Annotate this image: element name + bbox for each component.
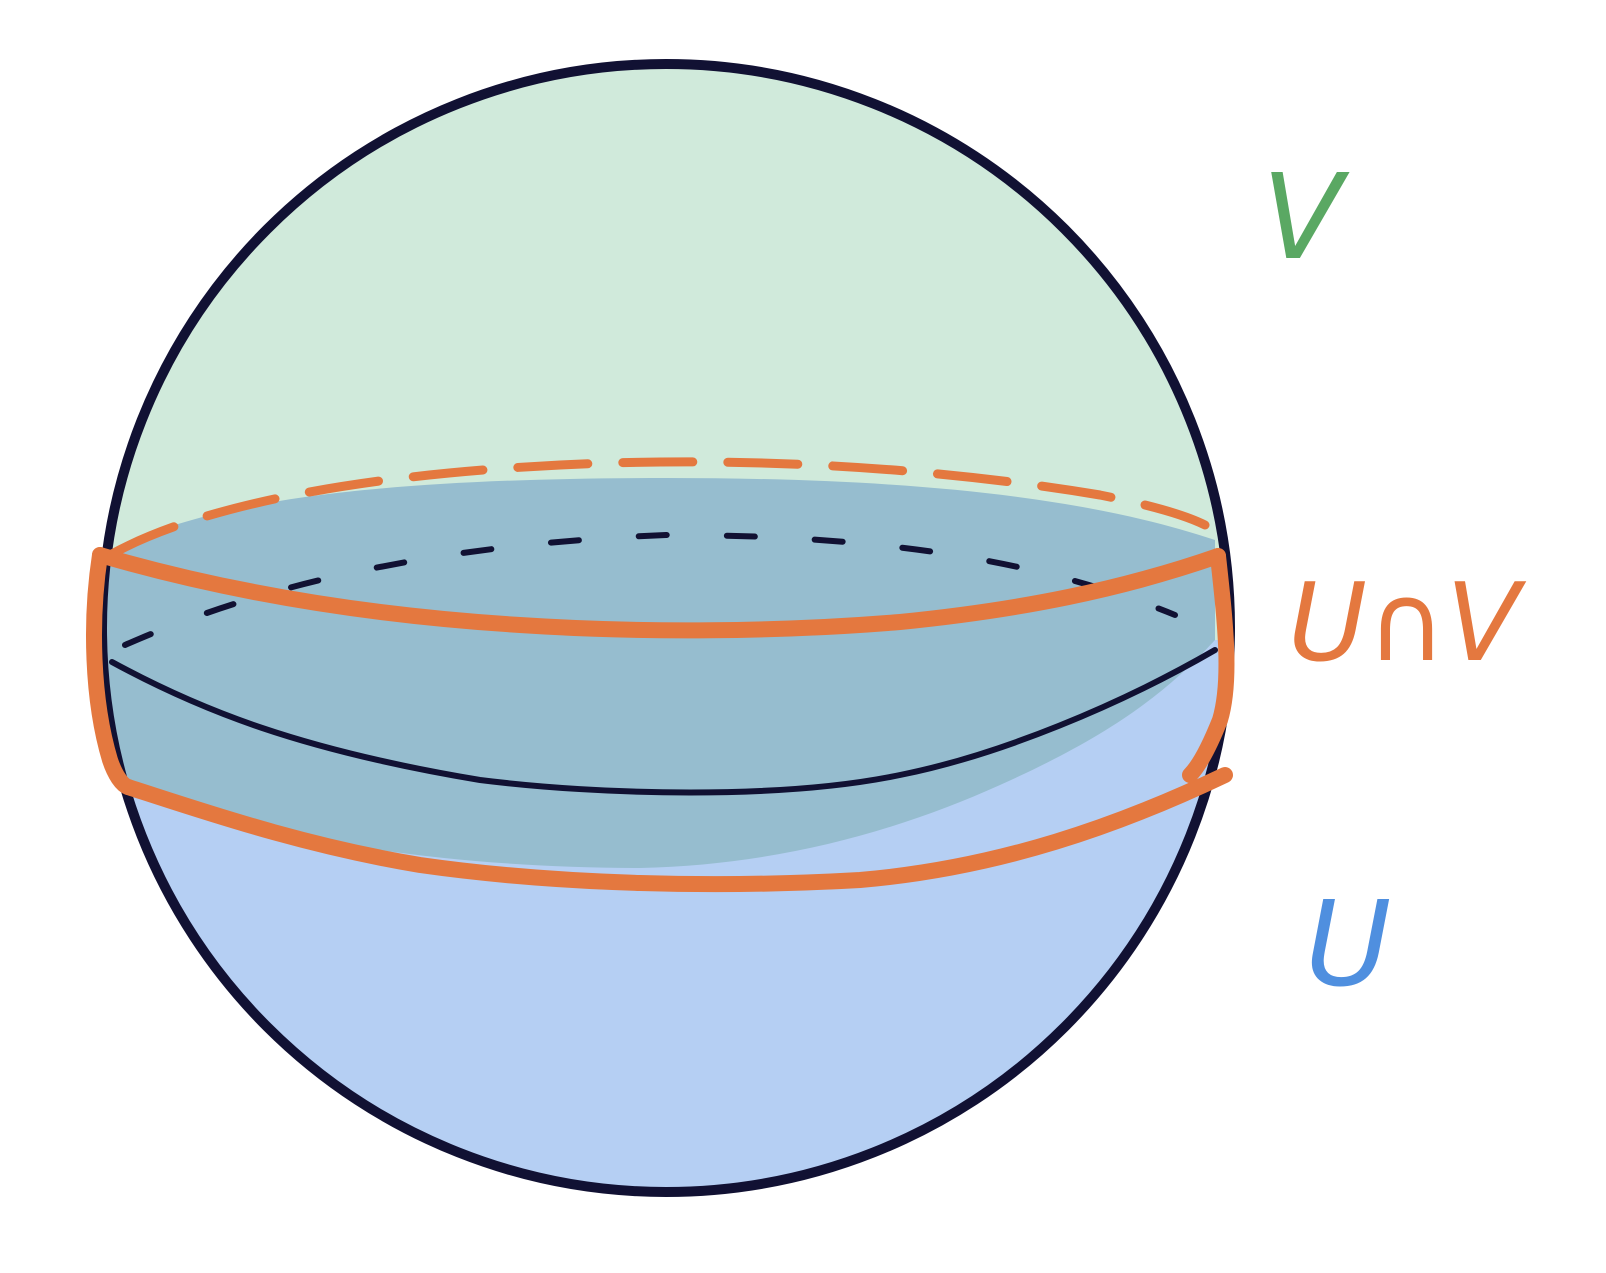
band-back-top-dashed bbox=[105, 457, 1210, 560]
band-left-side bbox=[86, 547, 136, 795]
label-u: U bbox=[1305, 875, 1391, 1013]
overlap-region bbox=[105, 478, 1215, 868]
front-equator bbox=[109, 647, 1218, 796]
back-equator-dashed bbox=[122, 531, 1178, 648]
band-front-top bbox=[92, 547, 1226, 639]
band-right-side bbox=[1182, 548, 1235, 783]
sphere-regions bbox=[102, 64, 1230, 1192]
label-v: V bbox=[1262, 148, 1350, 286]
label-intersection: U∩V bbox=[1288, 561, 1527, 686]
intersection-band bbox=[86, 457, 1235, 893]
band-front-bottom bbox=[120, 767, 1233, 893]
